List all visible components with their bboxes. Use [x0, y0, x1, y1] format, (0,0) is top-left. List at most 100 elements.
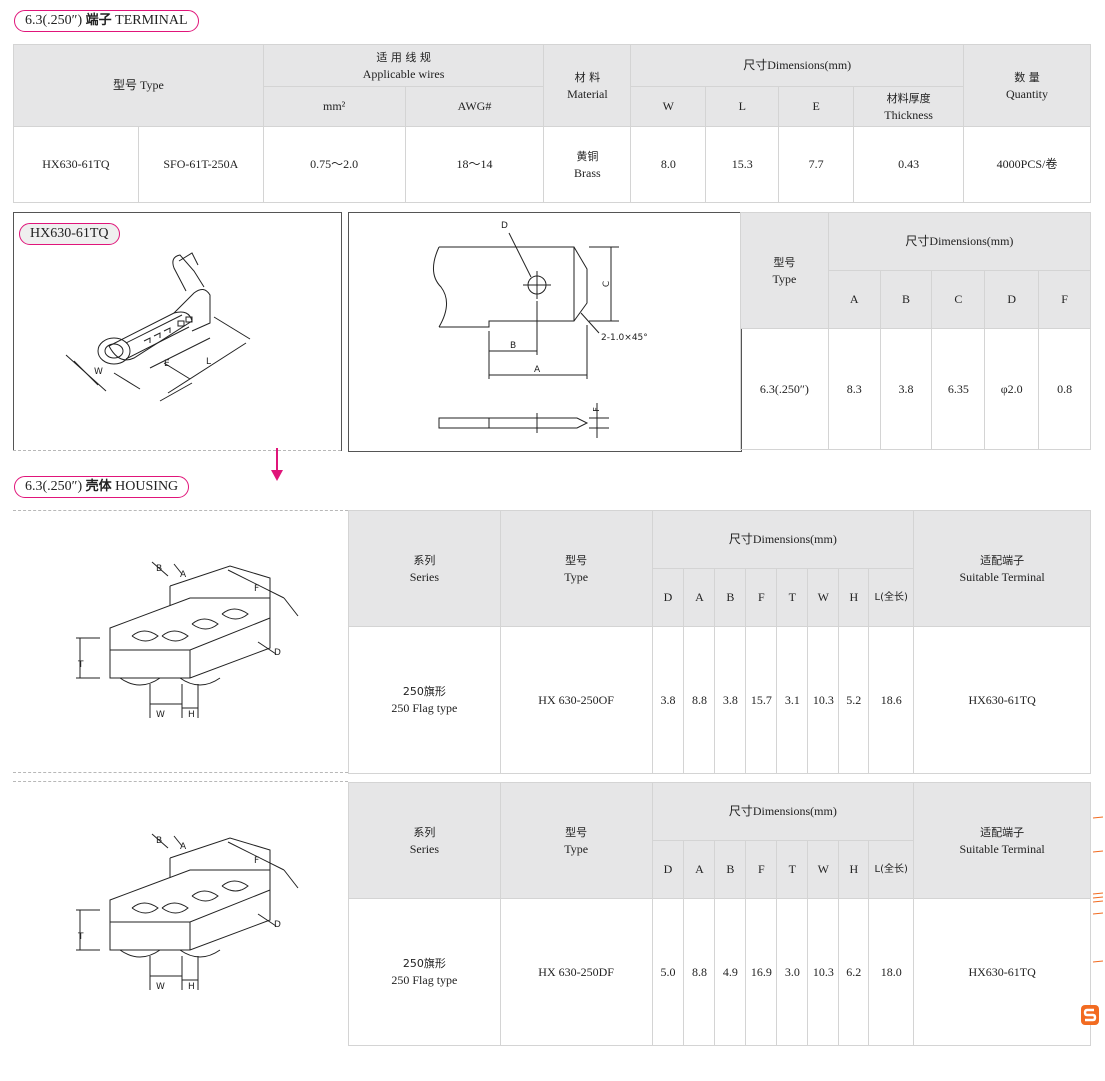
terminal-title-cn: 端子 [85, 13, 112, 28]
h1-val-a: 8.8 [683, 626, 716, 774]
dim-d-label: D [501, 221, 508, 231]
h2-col-t: T [776, 840, 809, 900]
h1-val-b: 3.8 [714, 626, 747, 774]
awg-header: AWG# [404, 86, 545, 127]
h2-col-h: H [838, 840, 870, 900]
h2-label-w: W [156, 982, 165, 992]
h1-val-l: 18.6 [868, 626, 915, 774]
housing-table-2: 系列 Series 型号 Type 尺寸Dimensions(mm) 适配端子 … [348, 781, 1091, 1046]
h2-col-f: F [745, 840, 778, 900]
h2-series-header: 系列 Series [348, 781, 501, 900]
e-header: E [778, 86, 855, 127]
section-divider [13, 450, 341, 451]
h2-terminal-cn: 适配端子 [980, 825, 1025, 839]
cell-mm2: 0.75～2.0 [262, 126, 406, 203]
h2-series-cn: 系列 [413, 825, 436, 839]
h1-val-t: 3.1 [776, 626, 809, 774]
h1-series-en: Series [409, 569, 440, 584]
housing-title-en: HOUSING [115, 479, 179, 494]
housing-divider-top [13, 510, 348, 511]
h1-col-b: B [714, 568, 747, 628]
material-header: 材 料 Material [543, 44, 632, 127]
terminal-dimension-drawing: D C B A F 2-1.0×45° [348, 212, 742, 452]
h2-row-terminal: HX630-61TQ [913, 898, 1091, 1046]
dims-val-c: 6.35 [931, 328, 986, 450]
h2-val-f: 16.9 [745, 898, 778, 1046]
terminal-section-title: 6.3(.250″) 端子 TERMINAL [14, 10, 199, 32]
h1-terminal-en: Suitable Terminal [959, 569, 1045, 584]
dims-type-cn: 型号 [773, 255, 796, 269]
h1-terminal-cn: 适配端子 [980, 553, 1025, 567]
h1-label-f: F [254, 584, 260, 594]
quantity-header-cn: 数 量 [1014, 70, 1040, 84]
dim-c-label: C [602, 280, 613, 288]
dims-type-en: Type [772, 271, 797, 286]
h1-label-t: T [78, 660, 84, 670]
h1-row-series: 250旗形 250 Flag type [348, 626, 501, 774]
h2-val-a: 8.8 [683, 898, 716, 1046]
cell-e: 7.7 [778, 126, 855, 203]
h1-col-f: F [745, 568, 778, 628]
housing-section-title: 6.3(.250″) 壳体 HOUSING [14, 476, 190, 498]
h1-type-header: 型号 Type [499, 509, 653, 628]
table-row: 250旗形 250 Flag type HX 630-250DF 5.0 8.8… [348, 898, 1091, 1046]
housing-illustration-1 [76, 561, 299, 718]
h2-label-f: F [254, 856, 260, 866]
h1-label-w: W [156, 710, 165, 720]
terminal-illustration [65, 252, 251, 402]
terminal-model-label: HX630-61TQ [19, 223, 120, 245]
housing-illustration-2 [76, 833, 299, 990]
l-header: L [705, 86, 780, 127]
h1-label-d: D [274, 648, 281, 658]
dim-b-label: B [510, 341, 517, 351]
h2-type-header: 型号 Type [499, 781, 653, 900]
h1-label-b: B [156, 564, 163, 574]
h1-col-t: T [776, 568, 809, 628]
dim-l-label: L [206, 357, 212, 367]
thickness-header-en: Thickness [884, 107, 933, 122]
h2-col-l: L(全长) [868, 840, 915, 900]
h2-label-d: D [274, 920, 281, 930]
h2-terminal-en: Suitable Terminal [959, 841, 1045, 856]
h1-type-en: Type [564, 569, 589, 584]
dims-type-header: 型号 Type [740, 211, 829, 330]
h2-val-w: 10.3 [807, 898, 840, 1046]
h2-terminal-header: 适配端子 Suitable Terminal [913, 781, 1091, 900]
h1-type-cn: 型号 [565, 553, 588, 567]
material-header-cn: 材 料 [574, 70, 601, 84]
h2-label-a: A [180, 842, 187, 852]
logo-s-icon [1081, 1005, 1099, 1025]
col-b: B [879, 270, 933, 330]
h1-row-series-en: 250 Flag type [391, 701, 458, 716]
col-f: F [1038, 270, 1091, 330]
h2-col-d: D [651, 840, 685, 900]
terminal-spec-table: 型号 Type 适 用 线 规 Applicable wires 材 料 Mat… [13, 44, 1091, 203]
h1-col-w: W [807, 568, 840, 628]
table-row: 250旗形 250 Flag type HX 630-250OF 3.8 8.8… [348, 626, 1091, 774]
material-cn: 黄铜 [576, 149, 599, 163]
dims-row-type: 6.3(.250″) [740, 328, 829, 450]
terminal-blade-drawing [433, 232, 619, 438]
h2-series-en: Series [409, 841, 440, 856]
dims-dimensions-header: 尺寸Dimensions(mm) [827, 211, 1092, 272]
quantity-header-en: Quantity [1006, 86, 1049, 101]
cell-thickness: 0.43 [853, 126, 965, 203]
material-header-en: Material [567, 86, 608, 101]
col-a: A [827, 270, 881, 330]
h2-val-b: 4.9 [714, 898, 747, 1046]
h2-col-w: W [807, 840, 840, 900]
h1-row-series-cn: 250旗形 [402, 685, 446, 699]
h2-col-a: A [683, 840, 716, 900]
h2-val-d: 5.0 [651, 898, 685, 1046]
col-c: C [931, 270, 986, 330]
dim-w-label: W [94, 367, 103, 377]
dimensions-header: 尺寸Dimensions(mm) [630, 44, 965, 87]
dims-val-f: 0.8 [1038, 328, 1091, 450]
h2-type-en: Type [564, 841, 589, 856]
dims-val-b: 3.8 [879, 328, 933, 450]
table-row: HX630-61TQ SFO-61T-250A 0.75～2.0 18～14 黄… [13, 126, 1091, 203]
h2-dims-header: 尺寸Dimensions(mm) [651, 781, 915, 842]
h2-val-l: 18.0 [868, 898, 915, 1046]
cell-awg: 18～14 [404, 126, 545, 203]
dim-a-label: A [534, 365, 541, 375]
